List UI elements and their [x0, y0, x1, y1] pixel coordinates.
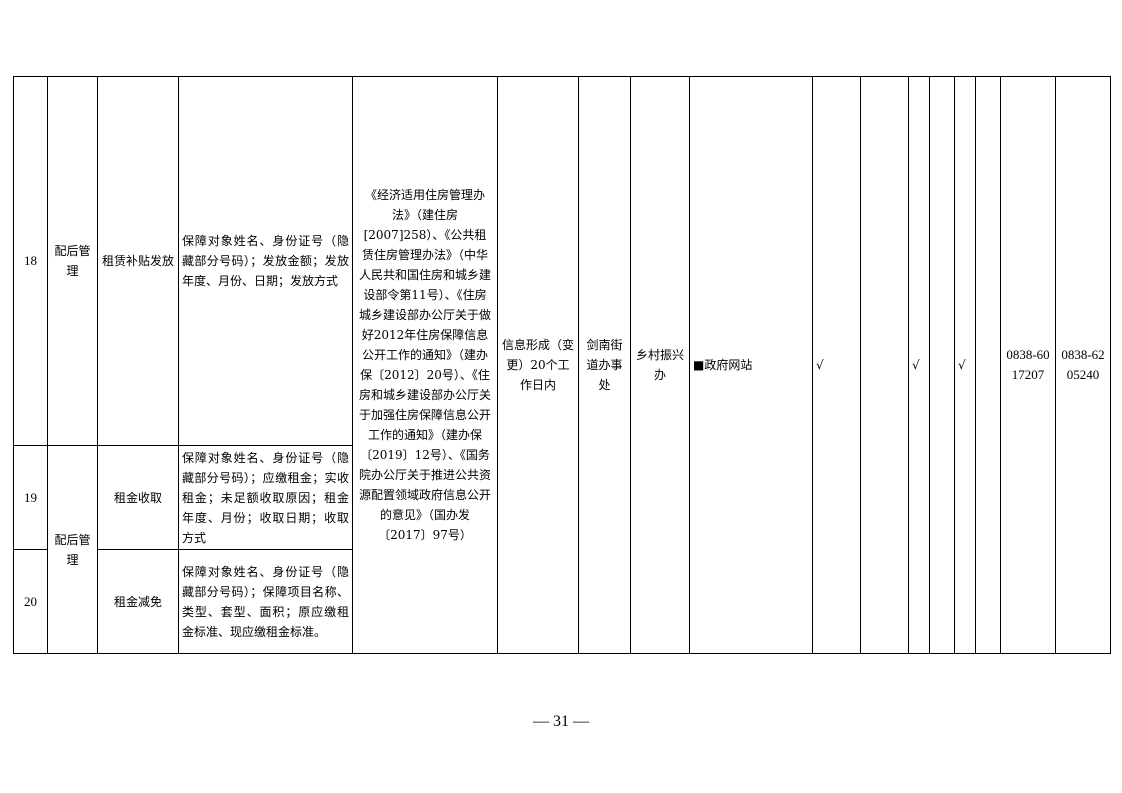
check-mark-3: √: [954, 76, 976, 654]
department-cell: 乡村振兴办: [630, 76, 690, 654]
basis-cell: 《经济适用住房管理办法》（建住房[2007]258）、《公共租赁住房管理办法》（…: [352, 76, 498, 654]
row-content: 保障对象姓名、身份证号（隐藏部分号码）；应缴租金；实收租金；未足额收取原因；租金…: [178, 445, 353, 550]
table-row: 20 租金减免 保障对象姓名、身份证号（隐藏部分号码）；保障项目名称、类型、套型…: [13, 549, 1111, 654]
page-number: — 31 —: [533, 713, 589, 730]
row-item: 租金减免: [97, 549, 179, 654]
check-mark-1: √: [812, 76, 861, 654]
subject-cell: 剑南街道办事处: [578, 76, 631, 654]
empty-cell: [929, 76, 955, 654]
row-content: 保障对象姓名、身份证号（隐藏部分号码）；保障项目名称、类型、套型、面积；原应缴租…: [178, 549, 353, 654]
row-content: 保障对象姓名、身份证号（隐藏部分号码）；发放金额；发放年度、月份、日期；发放方式: [178, 76, 353, 446]
empty-cell: [975, 76, 1001, 654]
row-item: 租赁补贴发放: [97, 76, 179, 446]
check-mark-2: √: [908, 76, 930, 654]
empty-cell: [860, 76, 909, 654]
table-row: 18 配后管理 租赁补贴发放 保障对象姓名、身份证号（隐藏部分号码）；发放金额；…: [13, 76, 1111, 654]
row-number: 20: [13, 549, 48, 654]
row-item: 租金收取: [97, 445, 179, 550]
channel-cell: ■政府网站: [689, 76, 813, 654]
time-limit-cell: 信息形成（变更）20个工作日内: [497, 76, 579, 654]
row-number: 18: [13, 76, 48, 446]
row-number: 19: [13, 445, 48, 550]
disclosure-table: 18 配后管理 租赁补贴发放 保障对象姓名、身份证号（隐藏部分号码）；发放金额；…: [13, 76, 1111, 654]
row-category: 配后管理: [47, 445, 98, 654]
phone-cell-1: 0838-6017207: [1000, 76, 1056, 654]
row-category: 配后管理: [47, 76, 98, 446]
phone-cell-2: 0838-6205240: [1055, 76, 1111, 654]
table-row: 19 配后管理 租金收取 保障对象姓名、身份证号（隐藏部分号码）；应缴租金；实收…: [13, 445, 1111, 654]
